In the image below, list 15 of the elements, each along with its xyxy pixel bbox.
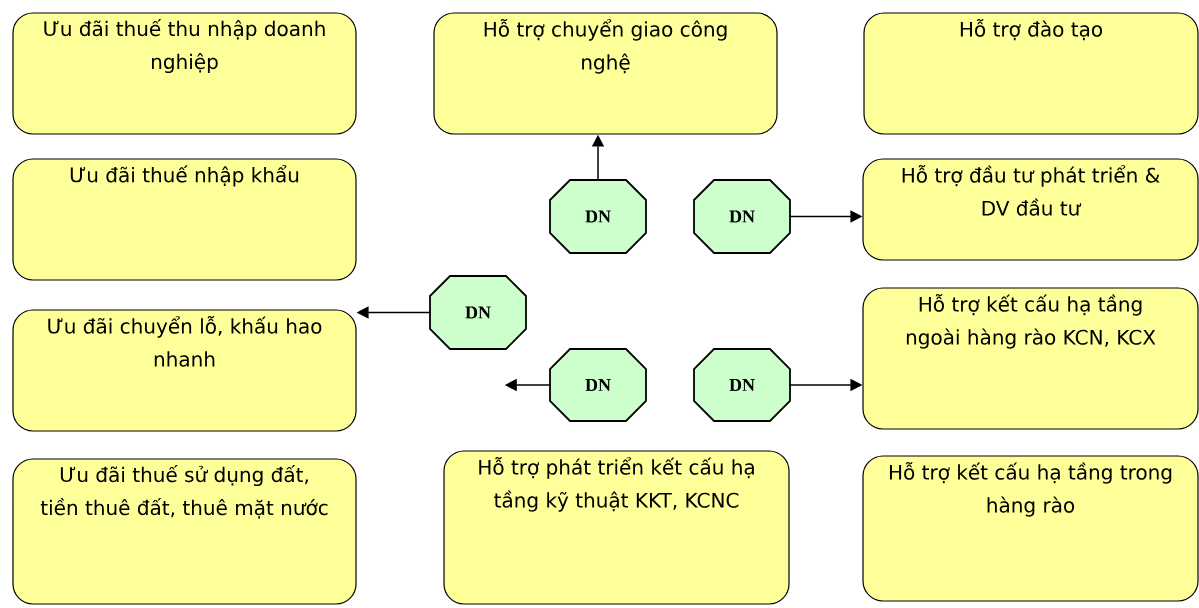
text-box: Hỗ trợ đầu tư phát triển & DV đầu tư bbox=[862, 158, 1199, 261]
text-box: Ưu đãi thuế nhập khẩu bbox=[12, 158, 357, 281]
text-box: Ưu đãi thuế thu nhập doanh nghiệp bbox=[12, 12, 357, 135]
text-box: Hỗ trợ chuyển giao công nghệ bbox=[433, 12, 778, 135]
text-box: Hỗ trợ kết cấu hạ tầng ngoài hàng rào KCN, KCX bbox=[862, 287, 1199, 430]
text-box: Hỗ trợ phát triển kết cấu hạ tầng kỹ thuật KKT, KCNC bbox=[443, 450, 790, 605]
octagon: DN bbox=[693, 179, 791, 254]
octagon: DN bbox=[693, 348, 791, 422]
text-box: Ưu đãi thuế sử dụng đất, tiền thuê đất, thuê mặt nước bbox=[12, 458, 357, 605]
octagon: DN bbox=[429, 275, 527, 350]
octagon: DN bbox=[549, 348, 647, 422]
text-box: Hỗ trợ kết cấu hạ tầng trong hàng rào bbox=[862, 455, 1199, 602]
text-box: Hỗ trợ đào tạo bbox=[863, 12, 1199, 135]
octagon: DN bbox=[549, 179, 647, 254]
text-box: Ưu đãi chuyển lỗ, khấu hao nhanh bbox=[12, 309, 357, 432]
